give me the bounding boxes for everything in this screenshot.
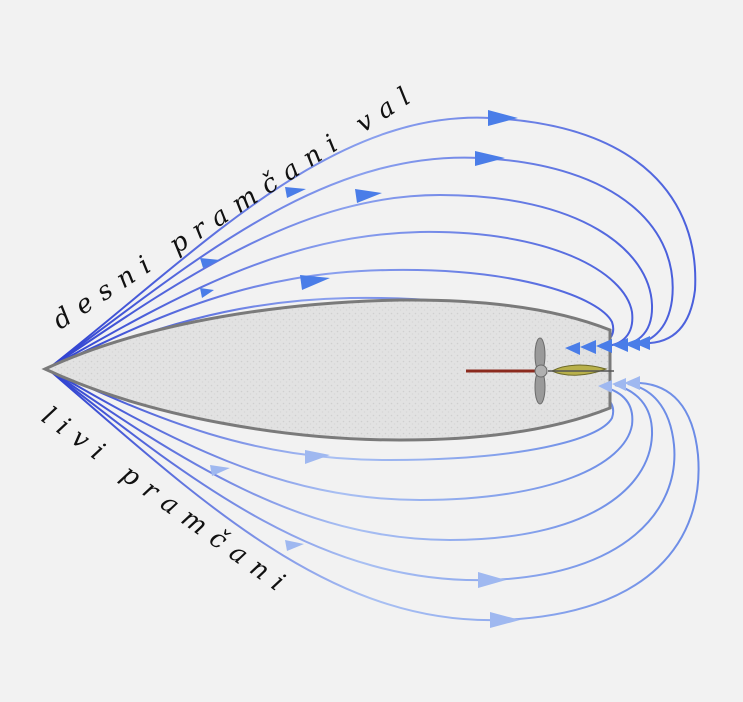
flow-arrow-head	[305, 450, 330, 464]
flow-arrow-head	[210, 465, 230, 476]
streamline-upper-5	[47, 268, 615, 370]
boat-hull	[41, 298, 612, 442]
flow-arrow-head	[355, 189, 382, 203]
flow-arrow-head	[285, 540, 304, 551]
flow-arrow-head	[598, 380, 612, 393]
lower-flow-arrows	[210, 376, 640, 628]
flow-arrow-head	[475, 151, 505, 166]
flow-arrow-head	[612, 378, 626, 391]
flow-arrow-head	[200, 258, 220, 268]
streamline-lower-2	[47, 368, 676, 582]
flow-arrow-head	[478, 572, 506, 588]
streamline-lower-3	[47, 368, 654, 542]
flow-arrow-head	[200, 288, 214, 298]
flow-arrow-head	[580, 340, 596, 354]
streamline-upper-3	[47, 193, 654, 370]
flow-arrow-head	[488, 110, 518, 126]
streamline-lower-1	[47, 368, 700, 622]
rudder-icon	[548, 364, 614, 376]
streamline-lower-5	[47, 368, 615, 462]
upper-flow-arrows	[200, 110, 650, 355]
streamline-lower-4	[47, 368, 634, 502]
streamline-upper-1	[47, 116, 697, 370]
flow-arrow-head	[565, 342, 580, 355]
flow-arrow-head	[596, 339, 612, 353]
streamline-upper-2	[47, 156, 674, 370]
flow-arrow-head	[490, 612, 520, 628]
flow-arrow-head	[624, 338, 640, 351]
flow-arrow-head	[612, 338, 628, 352]
streamline-upper-4	[47, 230, 634, 370]
flow-arrow-head	[300, 275, 330, 290]
flow-arrow-head	[285, 187, 306, 198]
propeller-icon	[534, 337, 548, 405]
flow-arrow-head	[624, 376, 640, 390]
flow-arrow-head	[634, 336, 650, 350]
